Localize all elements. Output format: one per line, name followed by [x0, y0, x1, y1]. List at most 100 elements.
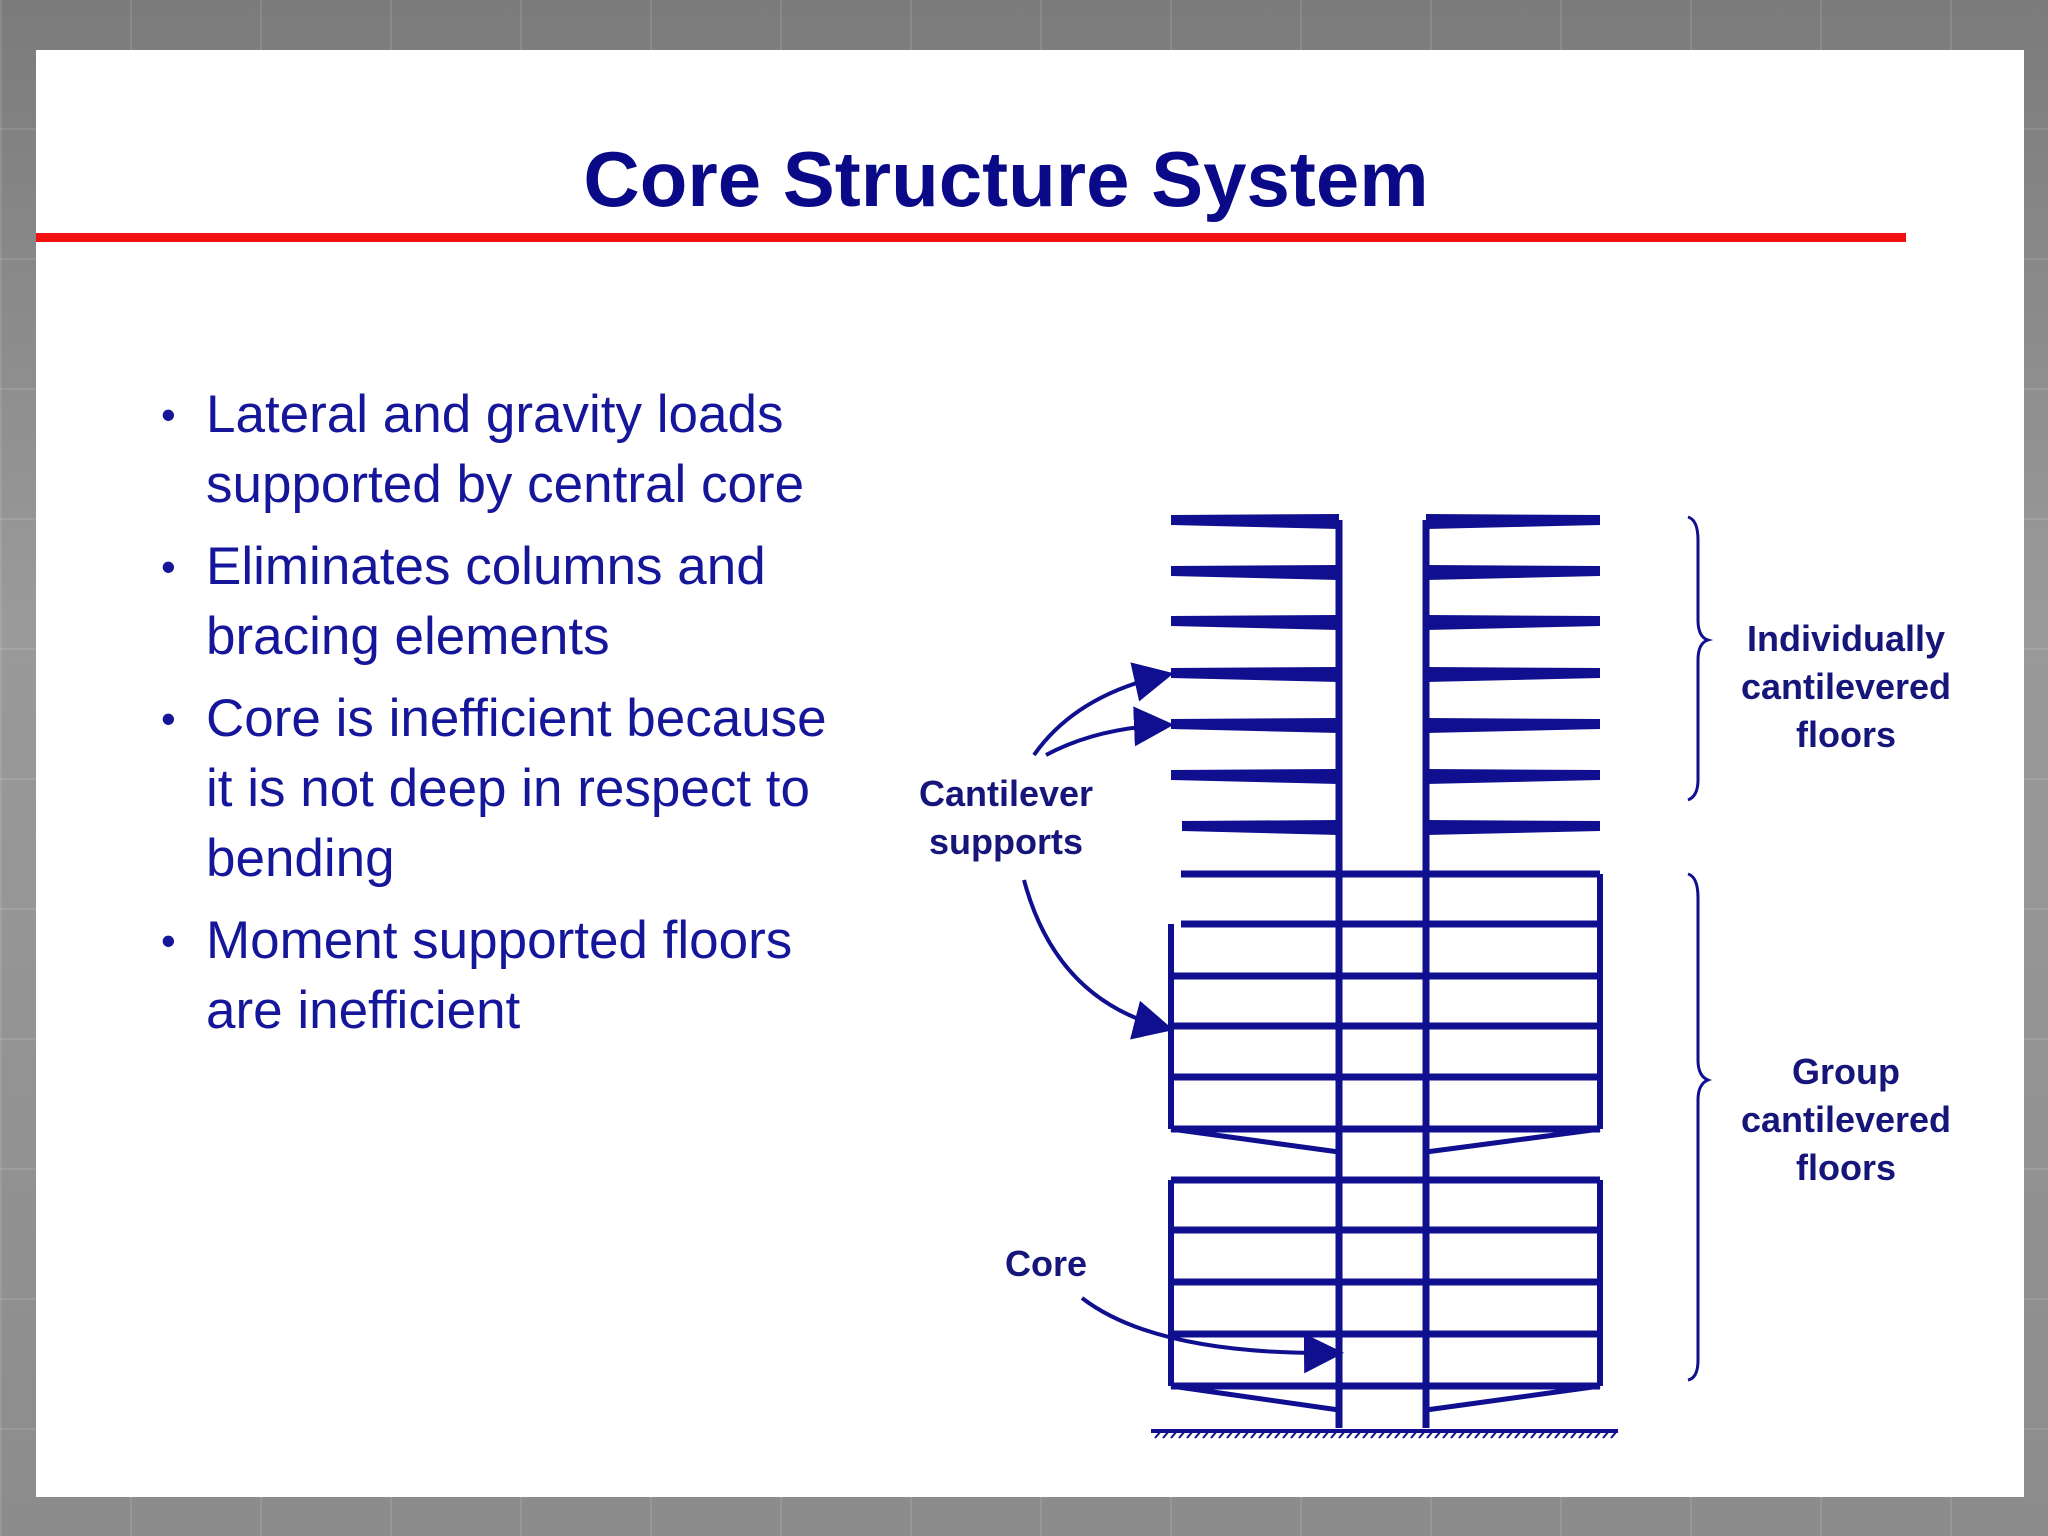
cantilevered-floor-right [1426, 667, 1600, 682]
bullet-marker: • [161, 695, 176, 742]
ground-hatch [1354, 1430, 1362, 1439]
ground-hatch [1482, 1430, 1490, 1439]
ground-hatch [1466, 1430, 1474, 1439]
ground-hatch [1186, 1430, 1194, 1439]
label-group-cantilevered-floors: Group cantilevered floors [1740, 1051, 1952, 1188]
ground-hatch [1322, 1430, 1330, 1439]
arrow-to-cantilever-floor [1045, 706, 1174, 757]
cantilevered-floor-left [1171, 667, 1339, 682]
cantilevered-floor-right [1426, 820, 1600, 835]
bullet-item: • Core is inefficient because it is not … [126, 684, 846, 894]
ground-hatch [1546, 1430, 1554, 1439]
ground-hatch [1218, 1430, 1226, 1439]
cantilevered-floor-right [1426, 615, 1600, 630]
arrow-to-group-support [1022, 879, 1174, 1040]
cantilevered-floor-right [1426, 514, 1600, 529]
ground-hatch [1370, 1430, 1378, 1439]
bullet-list: • Lateral and gravity loads supported by… [126, 380, 846, 1058]
bullet-item: • Lateral and gravity loads supported by… [126, 380, 846, 520]
cantilever-brace [1425, 1126, 1601, 1155]
ground-hatch [1210, 1430, 1218, 1439]
ground-hatch [1290, 1430, 1298, 1439]
cantilevered-floor-right [1426, 565, 1600, 580]
ground-hatch [1194, 1430, 1202, 1439]
ground-hatch [1418, 1430, 1426, 1439]
ground-hatch [1338, 1430, 1346, 1439]
ground-hatch [1410, 1430, 1418, 1439]
ground-hatch [1578, 1430, 1586, 1439]
ground-hatch [1458, 1430, 1466, 1439]
ground-hatch [1266, 1430, 1274, 1439]
ground-hatch [1610, 1430, 1618, 1439]
core-structure-diagram: Cantilever supports Core Individually ca… [866, 480, 2006, 1470]
cantilevered-floor-left [1171, 514, 1339, 529]
title-divider [36, 233, 1906, 242]
ground-hatch [1450, 1430, 1458, 1439]
ground-hatch [1570, 1430, 1578, 1439]
ground-hatch [1474, 1430, 1482, 1439]
ground-hatch [1490, 1430, 1498, 1439]
brace-individually-floors [1687, 515, 1714, 802]
ground-hatch [1442, 1430, 1450, 1439]
cantilevered-floor-right [1426, 718, 1600, 733]
cantilever-brace [1170, 1126, 1340, 1155]
cantilevered-floor-left [1182, 820, 1339, 835]
ground-hatch [1402, 1430, 1410, 1439]
bullet-text: Lateral and gravity loads supported by c… [206, 385, 805, 514]
ground-hatch [1282, 1430, 1290, 1439]
ground-hatch [1202, 1430, 1210, 1439]
ground-hatch [1586, 1430, 1594, 1439]
ground-hatch [1594, 1430, 1602, 1439]
bullet-marker: • [161, 391, 176, 438]
cantilever-brace [1170, 1383, 1340, 1413]
ground-hatch [1498, 1430, 1506, 1439]
ground-hatch [1386, 1430, 1394, 1439]
cantilevered-floor-left [1171, 615, 1339, 630]
bullet-text: Core is inefficient because it is not de… [206, 689, 827, 888]
ground-hatch [1514, 1430, 1522, 1439]
cantilever-brace [1425, 1383, 1601, 1413]
ground-hatch [1426, 1430, 1434, 1439]
bullet-item: • Eliminates columns and bracing element… [126, 532, 846, 672]
bullet-marker: • [161, 543, 176, 590]
ground-hatch [1330, 1430, 1338, 1439]
ground-hatch [1274, 1430, 1282, 1439]
cantilevered-floor-left [1171, 565, 1339, 580]
ground-hatch [1234, 1430, 1242, 1439]
ground-hatch [1242, 1430, 1250, 1439]
label-core: Core [1004, 1243, 1088, 1284]
ground-hatch [1362, 1430, 1370, 1439]
bullet-text: Eliminates columns and bracing elements [206, 537, 766, 666]
bullet-marker: • [161, 917, 176, 964]
slide-title: Core Structure System [583, 135, 1429, 223]
ground-hatch [1378, 1430, 1386, 1439]
ground-hatch [1298, 1430, 1306, 1439]
ground-hatch [1394, 1430, 1402, 1439]
ground-hatch [1258, 1430, 1266, 1439]
ground-hatch [1602, 1430, 1610, 1439]
ground-hatch [1538, 1430, 1546, 1439]
ground-hatch [1506, 1430, 1514, 1439]
ground-hatch [1306, 1430, 1314, 1439]
structure-drawing [1022, 514, 1714, 1439]
ground-hatch [1554, 1430, 1562, 1439]
ground-hatch [1434, 1430, 1442, 1439]
ground-hatch [1178, 1430, 1186, 1439]
label-individually-cantilevered-floors: Individually cantilevered floors [1740, 618, 1952, 755]
ground-hatch [1170, 1430, 1178, 1439]
cantilevered-floor-right [1426, 769, 1600, 784]
brace-group-floors [1687, 872, 1713, 1382]
ground-hatch [1562, 1430, 1570, 1439]
ground-hatch [1522, 1430, 1530, 1439]
arrow-to-cantilever-floor [1032, 662, 1174, 757]
bullet-item: • Moment supported floors are inefficien… [126, 906, 846, 1046]
bullet-text: Moment supported floors are inefficient [206, 911, 793, 1040]
cantilevered-floor-left [1171, 718, 1339, 733]
slide: Core Structure System • Lateral and grav… [36, 50, 2024, 1497]
ground-hatch [1530, 1430, 1538, 1439]
label-cantilever-supports: Cantilever supports [918, 773, 1094, 862]
ground-hatch [1314, 1430, 1322, 1439]
ground-hatch [1346, 1430, 1354, 1439]
ground-hatch [1250, 1430, 1258, 1439]
ground-hatch [1162, 1430, 1170, 1439]
